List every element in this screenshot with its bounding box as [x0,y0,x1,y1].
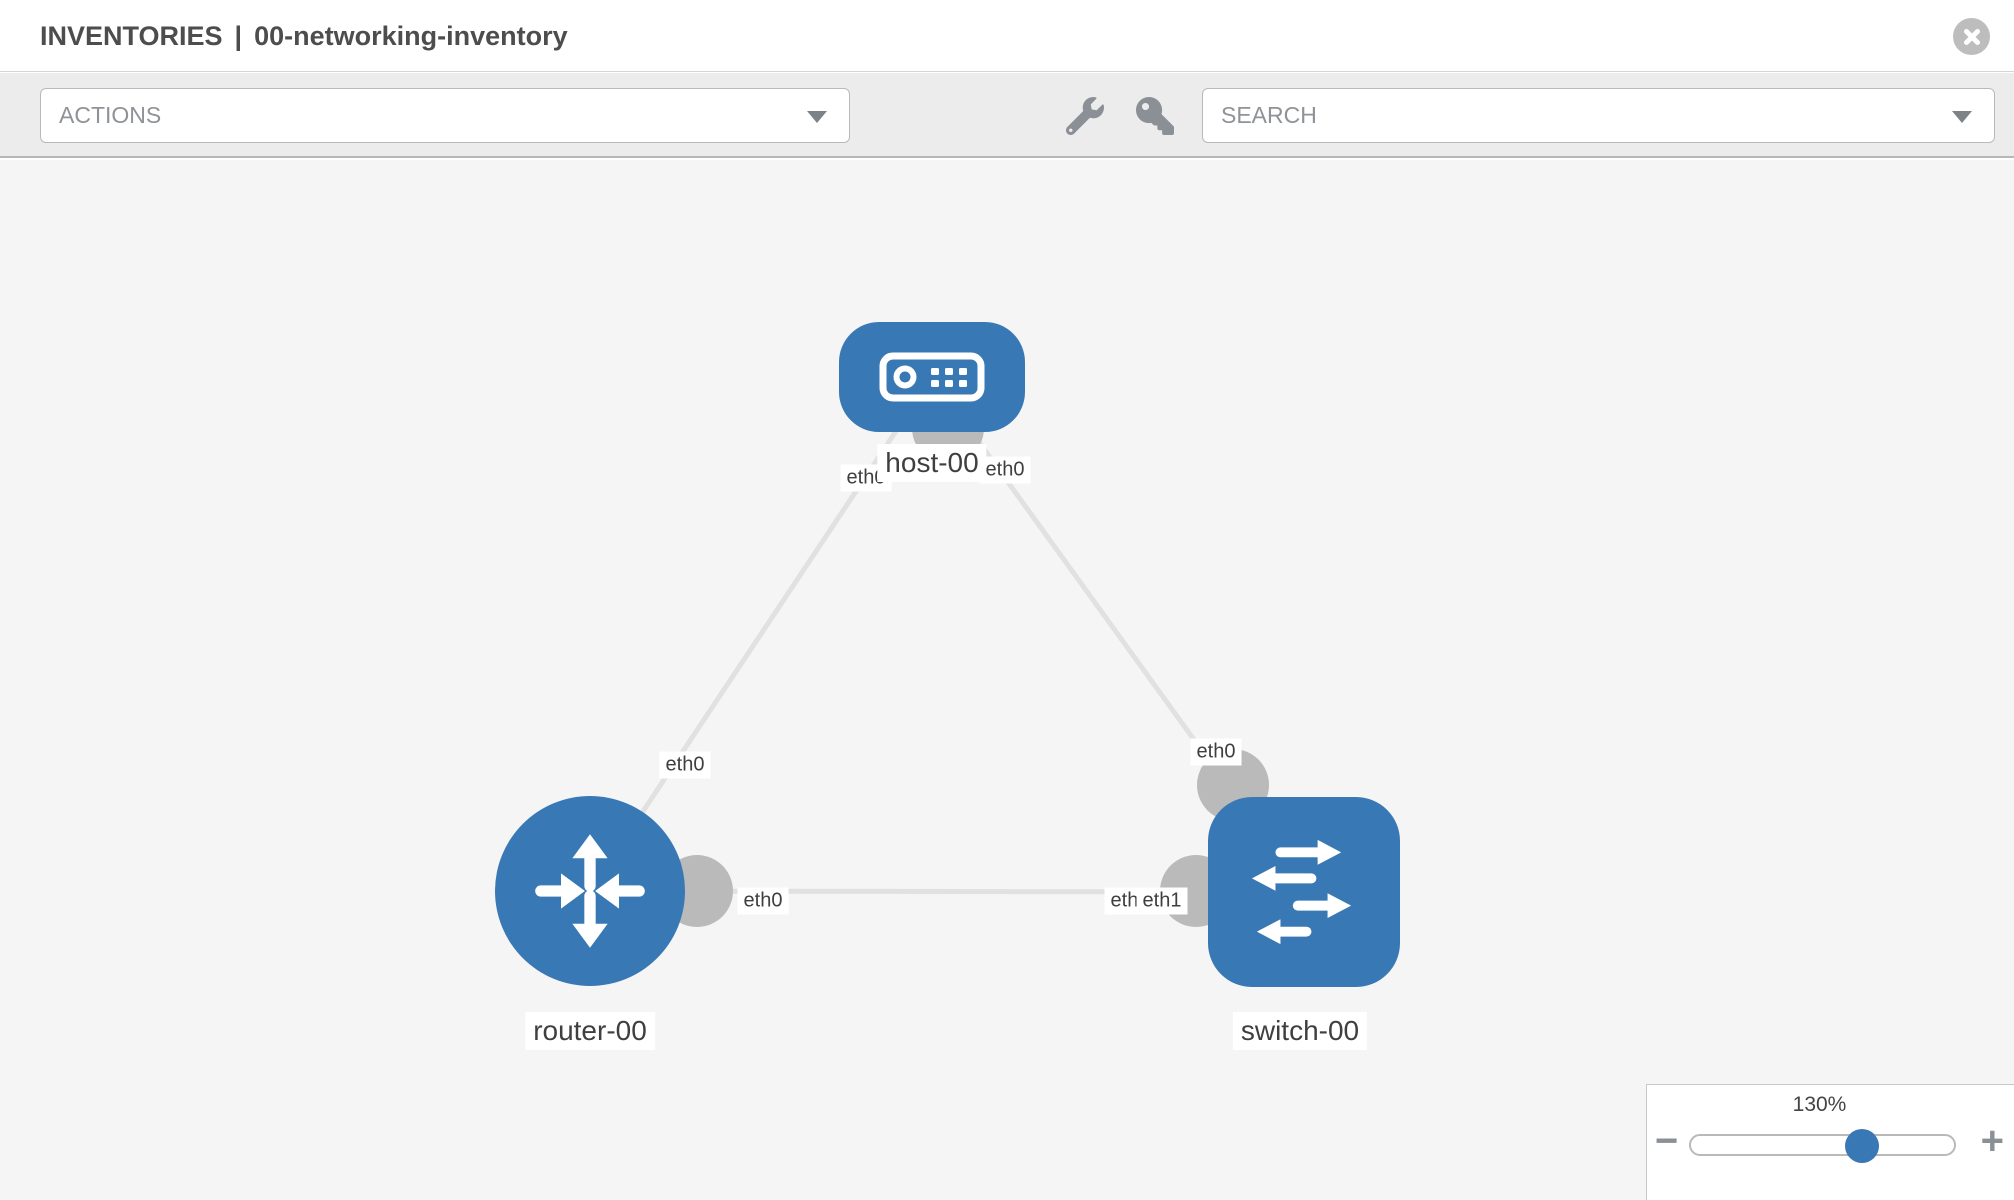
header-bar: INVENTORIES | 00-networking-inventory [0,0,2014,72]
chevron-down-icon [807,111,827,123]
iface-label-router-eth0: eth0 [737,887,789,915]
zoom-level-value: 130% [1792,1093,1847,1116]
wrench-icon[interactable] [1066,97,1104,135]
close-button[interactable] [1953,18,1990,55]
search-dropdown[interactable]: SEARCH [1202,88,1995,143]
router-icon [535,834,645,948]
chevron-down-icon [1952,111,1972,123]
breadcrumb: INVENTORIES [40,20,223,51]
link-host-router [587,375,935,893]
actions-dropdown-label: ACTIONS [59,102,162,128]
search-dropdown-label: SEARCH [1221,102,1317,128]
zoom-out-button[interactable]: − [1655,1119,1679,1163]
node-label-switch: switch-00 [1232,1012,1368,1050]
iface-label-host-right: eth0 [979,456,1031,484]
page-title: INVENTORIES | 00-networking-inventory [40,0,568,72]
node-router-00[interactable] [495,796,685,986]
inventory-name: 00-networking-inventory [254,20,568,51]
zoom-slider-handle[interactable] [1845,1129,1879,1163]
title-separator: | [234,20,243,51]
node-switch-00[interactable] [1208,797,1400,987]
zoom-slider-track[interactable] [1689,1134,1956,1156]
node-label-router: router-00 [525,1012,655,1050]
switch-icon [1251,839,1352,945]
actions-dropdown[interactable]: ACTIONS [40,88,850,143]
host-icon [879,352,985,402]
close-icon [1963,28,1980,45]
topology-canvas[interactable]: host-00 router-00 switch-00 eth0 eth0 et… [0,160,2014,1200]
zoom-in-button[interactable]: + [1980,1119,2004,1163]
iface-label-switch-uplink: eth0 [1190,738,1242,766]
links-layer [587,375,1307,927]
node-host-00[interactable] [839,322,1025,432]
toolbar: ACTIONS SEARCH [0,73,2014,158]
iface-label-switch-eth1: eth1 [1136,887,1188,915]
node-label-host: host-00 [877,444,987,482]
zoom-panel: 130% − + [1646,1084,2014,1200]
key-icon[interactable] [1136,97,1174,135]
iface-label-router-uplink: eth0 [659,751,711,779]
